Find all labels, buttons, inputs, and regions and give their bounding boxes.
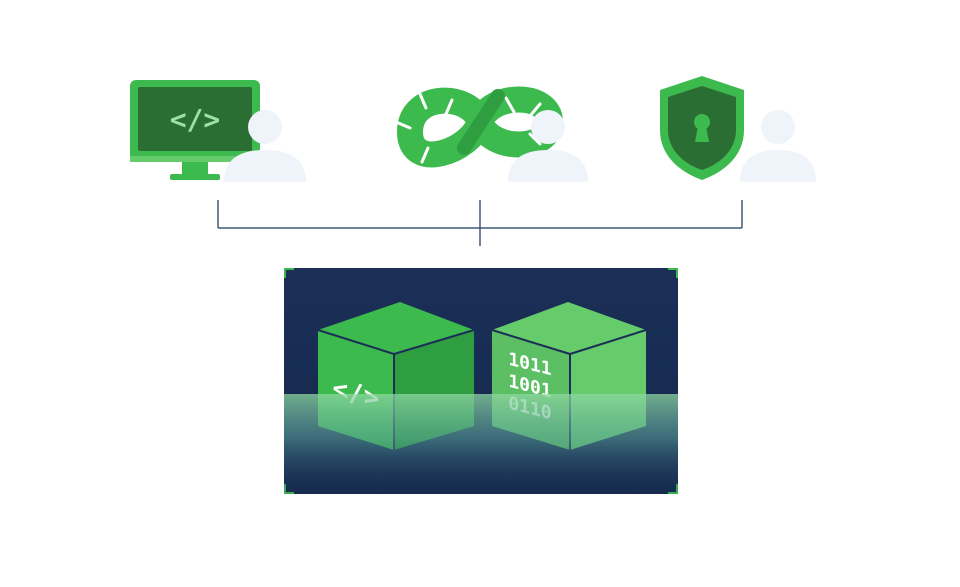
shield-lock-icon [660, 76, 744, 180]
person-icon [224, 110, 306, 182]
role-security [650, 70, 820, 190]
role-developer: </> [120, 70, 310, 190]
infinity-loop-icon [394, 86, 563, 168]
artifact-panel: </> 1011 1001 0110 [284, 268, 678, 494]
monitor-code-icon: </> [130, 80, 260, 180]
role-devops [360, 70, 600, 190]
person-icon [740, 110, 816, 182]
person-icon [508, 110, 588, 182]
reflection-band [284, 394, 678, 494]
monitor-code-glyph: </> [170, 103, 221, 136]
